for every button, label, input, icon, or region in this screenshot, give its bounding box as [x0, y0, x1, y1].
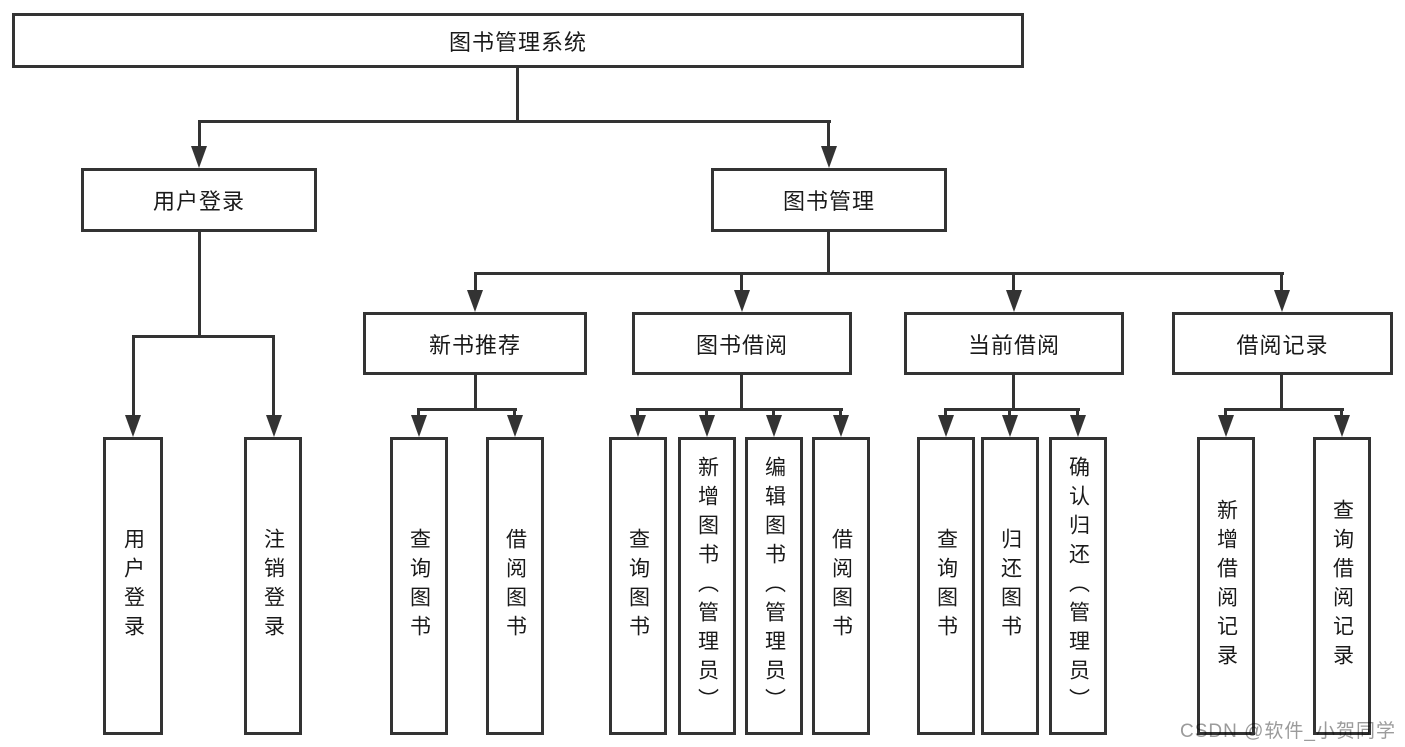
- connector-line: [772, 408, 775, 417]
- connector-line: [474, 272, 477, 292]
- connector-line: [132, 335, 135, 416]
- connector-line: [945, 408, 1080, 411]
- node-leaf-borrow-books-borrowing-label: 借阅图书: [829, 528, 853, 644]
- node-borrowing-records: 借阅记录: [1172, 312, 1393, 375]
- connector-line: [272, 335, 275, 416]
- arrowhead-down-icon: [125, 415, 141, 437]
- arrowhead-down-icon: [467, 290, 483, 312]
- arrowhead-down-icon: [1070, 415, 1086, 437]
- arrowhead-down-icon: [191, 146, 207, 168]
- node-leaf-edit-books-admin-label: 编辑图书（管理员）: [762, 455, 786, 717]
- connector-line: [1280, 375, 1283, 408]
- arrowhead-down-icon: [938, 415, 954, 437]
- node-current-borrowing-label: 当前借阅: [967, 332, 1060, 358]
- node-leaf-borrow-books-recommend-label: 借阅图书: [503, 528, 527, 644]
- node-leaf-borrow-books-borrowing: 借阅图书: [812, 437, 870, 735]
- arrowhead-down-icon: [1334, 415, 1350, 437]
- connector-line: [827, 120, 830, 147]
- node-leaf-query-borrow-record-label: 查询借阅记录: [1330, 499, 1354, 673]
- connector-line: [198, 120, 831, 123]
- node-leaf-confirm-return-admin: 确认归还（管理员）: [1049, 437, 1107, 735]
- node-current-borrowing: 当前借阅: [904, 312, 1124, 375]
- connector-line: [636, 408, 639, 417]
- connector-line: [1224, 408, 1227, 417]
- node-book-borrowing-label: 图书借阅: [695, 332, 788, 358]
- connector-line: [740, 272, 743, 292]
- connector-line: [132, 335, 275, 338]
- node-leaf-borrow-books-recommend: 借阅图书: [486, 437, 544, 735]
- arrowhead-down-icon: [1002, 415, 1018, 437]
- connector-line: [198, 120, 201, 147]
- connector-line: [513, 408, 516, 417]
- arrowhead-down-icon: [766, 415, 782, 437]
- connector-line: [839, 408, 842, 417]
- connector-line: [1340, 408, 1343, 417]
- connector-line: [944, 408, 947, 417]
- node-leaf-query-books-current: 查询图书: [917, 437, 975, 735]
- connector-line: [1012, 375, 1015, 408]
- connector-line: [474, 272, 1284, 275]
- node-book-management: 图书管理: [711, 168, 947, 232]
- connector-line: [637, 408, 843, 411]
- node-leaf-query-books-current-label: 查询图书: [934, 528, 958, 644]
- node-leaf-add-books-admin: 新增图书（管理员）: [678, 437, 736, 735]
- node-leaf-edit-books-admin: 编辑图书（管理员）: [745, 437, 803, 735]
- node-library-system-label: 图书管理系统: [448, 29, 587, 55]
- arrowhead-down-icon: [833, 415, 849, 437]
- node-user-login-label: 用户登录: [152, 189, 245, 214]
- node-leaf-add-borrow-record: 新增借阅记录: [1197, 437, 1255, 735]
- connector-line: [1008, 408, 1011, 417]
- node-leaf-confirm-return-admin-label: 确认归还（管理员）: [1066, 455, 1090, 717]
- node-library-system: 图书管理系统: [12, 13, 1024, 68]
- node-leaf-return-books-label: 归还图书: [998, 528, 1022, 644]
- connector-line: [1280, 272, 1283, 292]
- watermark-text: CSDN @软件_小贺同学: [1180, 721, 1396, 742]
- connector-line: [705, 408, 708, 417]
- connector-line: [827, 232, 830, 272]
- node-leaf-query-books-borrowing-label: 查询图书: [626, 528, 650, 644]
- node-leaf-query-books-recommend: 查询图书: [390, 437, 448, 735]
- arrowhead-down-icon: [699, 415, 715, 437]
- node-new-book-recommend-label: 新书推荐: [428, 332, 521, 358]
- node-leaf-add-books-admin-label: 新增图书（管理员）: [695, 455, 719, 717]
- connector-line: [418, 408, 517, 411]
- node-book-borrowing: 图书借阅: [632, 312, 852, 375]
- arrowhead-down-icon: [630, 415, 646, 437]
- connector-line: [1225, 408, 1344, 411]
- node-leaf-user-login: 用户登录: [103, 437, 163, 735]
- node-leaf-return-books: 归还图书: [981, 437, 1039, 735]
- arrowhead-down-icon: [507, 415, 523, 437]
- node-leaf-user-login-label: 用户登录: [121, 528, 145, 644]
- node-book-management-label: 图书管理: [782, 189, 875, 214]
- node-leaf-query-books-recommend-label: 查询图书: [407, 528, 431, 644]
- arrowhead-down-icon: [1218, 415, 1234, 437]
- node-leaf-logout: 注销登录: [244, 437, 302, 735]
- arrowhead-down-icon: [411, 415, 427, 437]
- arrowhead-down-icon: [821, 146, 837, 168]
- node-user-login: 用户登录: [81, 168, 317, 232]
- node-leaf-query-borrow-record: 查询借阅记录: [1313, 437, 1371, 735]
- node-leaf-logout-label: 注销登录: [261, 528, 285, 644]
- connector-line: [1076, 408, 1079, 417]
- node-borrowing-records-label: 借阅记录: [1236, 332, 1329, 358]
- node-new-book-recommend: 新书推荐: [363, 312, 587, 375]
- connector-line: [474, 375, 477, 408]
- arrowhead-down-icon: [1274, 290, 1290, 312]
- connector-line: [740, 375, 743, 408]
- node-leaf-query-books-borrowing: 查询图书: [609, 437, 667, 735]
- connector-line: [516, 68, 519, 120]
- connector-line: [1012, 272, 1015, 292]
- arrowhead-down-icon: [1006, 290, 1022, 312]
- arrowhead-down-icon: [266, 415, 282, 437]
- arrowhead-down-icon: [734, 290, 750, 312]
- connector-line: [198, 232, 201, 335]
- connector-line: [417, 408, 420, 417]
- node-leaf-add-borrow-record-label: 新增借阅记录: [1214, 499, 1238, 673]
